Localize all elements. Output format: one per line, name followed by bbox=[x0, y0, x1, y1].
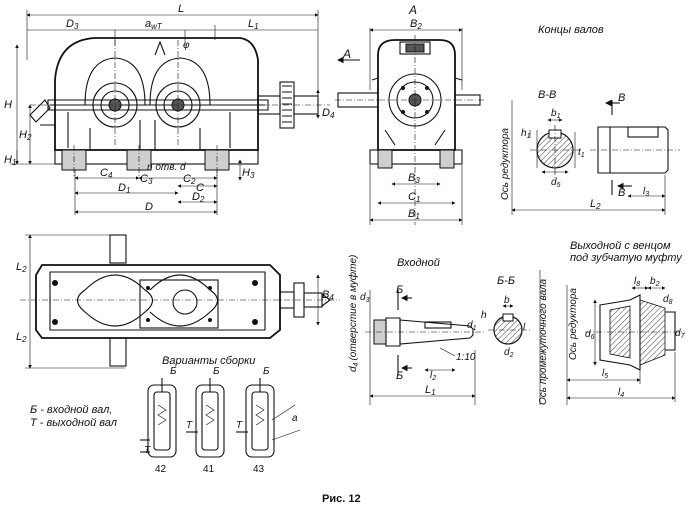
dim-D4: D4 bbox=[322, 107, 335, 120]
dim-d8: d8 bbox=[663, 294, 673, 306]
dim-B1: B1 bbox=[408, 208, 420, 221]
holes-label: n отв. d bbox=[147, 162, 186, 173]
output-shaft-view: Выходной с венцом под зубчатую муфту Ось… bbox=[566, 240, 686, 405]
shaft-ends-view: Концы валов В-В Ось редуктора b1 h1 t1 d… bbox=[500, 24, 680, 215]
variant-42: Б Т 42 bbox=[140, 366, 177, 475]
dim-phi: φ bbox=[183, 40, 190, 51]
dim-L2-shaft: L2 bbox=[590, 198, 601, 211]
var43-a: a bbox=[292, 413, 298, 424]
clutch-hole-label: d4(отверстие в муфте) bbox=[347, 255, 360, 372]
dim-b: b bbox=[504, 295, 510, 306]
dim-t1: t1 bbox=[578, 147, 585, 159]
view-A-label: A bbox=[408, 3, 417, 17]
variant-43: Б Т a 43 bbox=[236, 366, 301, 475]
var41-B: Б bbox=[213, 366, 220, 377]
dim-d3: d3 bbox=[360, 292, 370, 304]
dim-l3: l3 bbox=[643, 186, 649, 198]
dim-d6: d6 bbox=[585, 329, 595, 341]
dim-C: C bbox=[196, 182, 204, 194]
taper-label: 1:10 bbox=[456, 352, 476, 363]
dim-b1: b1 bbox=[551, 108, 561, 120]
dim-B4: B4 bbox=[322, 289, 334, 302]
legend-input-shaft: Б - входной вал, bbox=[30, 404, 112, 416]
dim-l2: l2 bbox=[430, 370, 436, 382]
output-title-line1: Выходной с венцом bbox=[570, 240, 671, 252]
dim-H1: H1 bbox=[4, 154, 16, 167]
section-VV-label: В-В bbox=[538, 89, 556, 101]
cut-V-bottom: В bbox=[618, 187, 625, 199]
var42-T: Т bbox=[144, 445, 151, 456]
var41-T: Т bbox=[186, 420, 193, 431]
dim-b2: b2 bbox=[650, 276, 660, 288]
shaft-ends-title: Концы валов bbox=[538, 24, 604, 36]
variant-41-label: 41 bbox=[203, 464, 215, 475]
dim-l5: l5 bbox=[602, 368, 608, 380]
assembly-variants: Варианты сборки Б - входной вал, Т - вых… bbox=[30, 355, 301, 475]
var43-T: Т bbox=[236, 420, 243, 431]
front-view: L D3 awT L1 φ H H2 H1 H3 D4 n отв. d C4 … bbox=[4, 3, 360, 215]
dim-D1: D1 bbox=[118, 182, 130, 195]
dim-t: l bbox=[523, 322, 526, 333]
dim-d5: d5 bbox=[551, 177, 561, 189]
variant-42-label: 42 bbox=[155, 464, 167, 475]
dim-H3: H3 bbox=[242, 167, 255, 180]
dim-C2: C2 bbox=[183, 173, 196, 186]
dim-C1: C1 bbox=[408, 191, 420, 204]
figure-caption: Рис. 12 bbox=[322, 493, 361, 505]
dim-d7: d7 bbox=[675, 328, 686, 340]
dim-C3: C3 bbox=[140, 173, 153, 186]
dim-B2: B2 bbox=[410, 18, 422, 31]
dim-H: H bbox=[4, 99, 12, 111]
dim-h: h bbox=[481, 310, 487, 321]
dim-C4: C4 bbox=[100, 167, 113, 180]
cut-V-top: В bbox=[618, 92, 625, 104]
legend-output-shaft: Т - выходной вал bbox=[30, 417, 117, 429]
dim-L1: L1 bbox=[248, 18, 259, 31]
assembly-title: Варианты сборки bbox=[162, 355, 255, 367]
cut-B-bottom: Б bbox=[396, 370, 403, 382]
dim-d2: d2 bbox=[504, 347, 514, 359]
variant-41: Б Т 41 bbox=[186, 366, 225, 475]
dim-B3: B3 bbox=[408, 172, 420, 185]
dim-H2: H2 bbox=[19, 129, 32, 142]
input-title: Входной bbox=[397, 257, 440, 269]
cut-B-top: Б bbox=[396, 284, 403, 296]
dim-h1: h1 bbox=[521, 128, 531, 140]
side-view-A: A B2 B3 C1 B1 bbox=[335, 3, 485, 225]
dim-awT: awT bbox=[145, 18, 163, 31]
input-shaft-view: Входной d4(отверстие в муфте) d3 L1 Б Б … bbox=[347, 255, 549, 405]
dim-l8: l8 bbox=[634, 276, 640, 288]
dim-L2-bottom: L2 bbox=[16, 331, 27, 344]
dim-L2-top: L2 bbox=[16, 261, 27, 274]
dim-D: D bbox=[145, 201, 153, 213]
section-BB-label: Б-Б bbox=[497, 275, 515, 287]
var42-B: Б bbox=[170, 366, 177, 377]
plan-view: L2 L2 B4 bbox=[16, 234, 340, 369]
var43-B: Б bbox=[263, 366, 270, 377]
dim-L: L bbox=[178, 3, 184, 15]
dim-l4: l4 bbox=[618, 387, 624, 399]
dim-D3: D3 bbox=[66, 18, 79, 31]
dim-L1-input: L1 bbox=[425, 384, 436, 397]
output-title-line2: под зубчатую муфту bbox=[570, 252, 683, 264]
dim-D2: D2 bbox=[192, 191, 205, 204]
dim-d1: d1 bbox=[467, 320, 477, 332]
axis-reducer-label: Ось редуктора bbox=[500, 128, 511, 200]
variant-43-label: 43 bbox=[253, 464, 265, 475]
axis-intermediate-label: Ось промежуточного вала bbox=[538, 278, 549, 405]
arrow-A-label: A bbox=[342, 47, 351, 61]
axis-reducer-label-2: Ось редуктора bbox=[568, 288, 579, 360]
